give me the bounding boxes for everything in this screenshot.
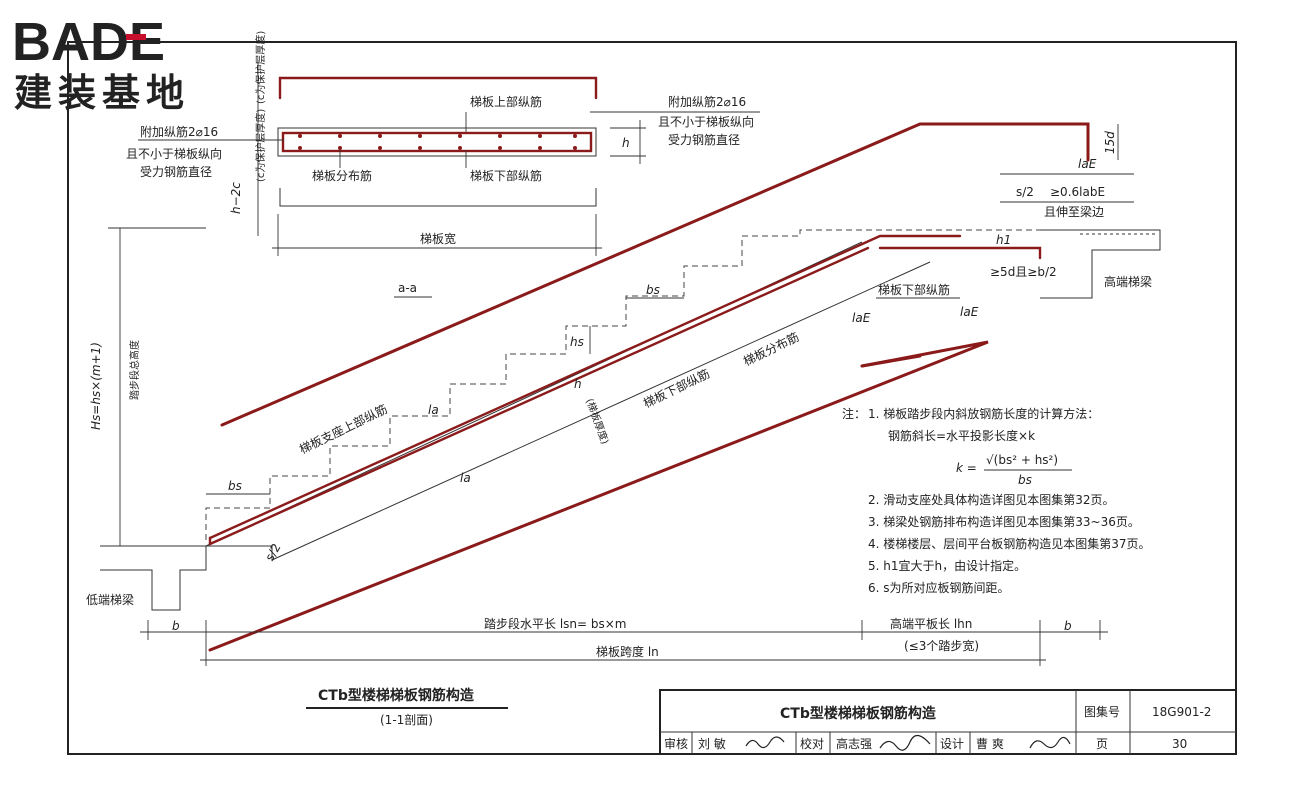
tb-title: CTb型楼梯梯板钢筋构造 xyxy=(780,705,936,722)
note-6: 6. s为所对应板钢筋间距。 xyxy=(868,580,1010,595)
logo-accent-mark xyxy=(126,34,146,40)
dim-hs: hs xyxy=(570,335,584,349)
aa-right-note-1: 附加纵筋2⌀16 xyxy=(668,94,746,109)
label-la-upper: la xyxy=(428,403,439,417)
label-slab-bottom-1: 梯板下部纵筋 xyxy=(878,282,950,297)
dim-hs-total-note: 踏步段总高度 xyxy=(128,340,141,400)
dim-5d: ≥5d且≥b/2 xyxy=(990,265,1057,279)
tb-reviewer: 刘 敏 xyxy=(698,736,726,751)
label-support-top: 梯板支座上部纵筋 xyxy=(297,401,390,457)
dim-span: 梯板跨度 ln xyxy=(596,644,659,659)
logo-subtitle: 建装基地 xyxy=(14,73,190,115)
label-high-beam: 高端梯梁 xyxy=(1104,274,1152,289)
aa-stirrup-bar xyxy=(281,131,593,153)
aa-rebar-dots xyxy=(298,134,577,150)
low-beam-outline xyxy=(100,545,207,611)
long-top-rebar xyxy=(220,122,1090,427)
aa-dim-h: h xyxy=(622,136,630,150)
dim-bs-left: bs xyxy=(228,479,242,493)
aa-slab-outline xyxy=(277,127,597,157)
dim-h1: h1 xyxy=(996,233,1011,247)
tb-designer-signature xyxy=(1029,736,1071,749)
inner-top-rebar xyxy=(208,234,962,540)
tb-atlas-label: 图集号 xyxy=(1084,704,1120,719)
note-formula-k: k = xyxy=(956,461,977,475)
tb-design-label: 设计 xyxy=(940,737,964,751)
dim-15d: 15d xyxy=(1103,131,1117,154)
tb-check-label: 校对 xyxy=(800,736,824,751)
inner-bottom-rebar xyxy=(208,246,870,546)
tb-atlas-no: 18G901-2 xyxy=(1152,705,1211,719)
dim-b-left: b xyxy=(172,619,180,633)
section-11: Hs=hs×(m+1) 踏步段总高度 bs bs hs h (梯板厚度) la … xyxy=(86,122,1161,727)
aa-top-additional-bar xyxy=(278,76,598,100)
aa-bottom-bracket xyxy=(279,188,597,207)
note-1-detail: 钢筋斜长=水平投影长度×k xyxy=(888,428,1035,443)
label-low-beam: 低端梯梁 xyxy=(86,592,134,607)
aa-dim-h2c: h−2c xyxy=(229,182,243,214)
anchor-note: ≥0.6labE xyxy=(1050,185,1105,199)
sheet-border xyxy=(67,41,1237,755)
section-subtitle: (1-1剖面) xyxy=(380,713,433,727)
title-block: CTb型楼梯梯板钢筋构造 图集号 18G901-2 审核 刘 敏 校对 高志强 … xyxy=(659,689,1237,755)
notes: 注： 1. 梯板踏步段内斜放钢筋长度的计算方法： 钢筋斜长=水平投影长度×k k… xyxy=(842,406,1151,595)
aa-right-note-2: 且不小于梯板纵向 xyxy=(658,114,754,129)
label-lae-right: laE xyxy=(960,305,979,319)
aa-left-note-3: 受力钢筋直径 xyxy=(140,164,212,179)
dim-run: 踏步段水平长 lsn= bs×m xyxy=(484,616,627,631)
note-2: 2. 滑动支座处具体构造详图见本图集第32页。 xyxy=(868,492,1115,507)
logo-brand: BADE xyxy=(12,12,165,72)
flat-slab-bottom-rebar xyxy=(878,246,1042,260)
note-formula-den: bs xyxy=(1018,473,1032,487)
dim-flat-note: (≤3个踏步宽) xyxy=(904,638,979,653)
dim-h-slab-note: (梯板厚度) xyxy=(583,397,612,446)
aa-c-note-upper: (c为保护层厚度) xyxy=(254,31,267,104)
aa-c-note-lower: (c为保护层厚度) xyxy=(254,109,267,182)
aa-label-top-rebar: 梯板上部纵筋 xyxy=(470,94,542,109)
slab-bottom-edge xyxy=(271,261,931,561)
tb-reviewer-signature xyxy=(745,736,785,749)
high-beam-outline xyxy=(1040,229,1161,299)
tb-review-label: 审核 xyxy=(664,736,688,751)
logo: BADE 建装基地 xyxy=(12,12,190,115)
section-title: CTb型楼梯梯板钢筋构造 xyxy=(318,687,474,704)
dim-s-half-top: s/2 xyxy=(1016,185,1034,199)
label-la-lower: la xyxy=(460,471,471,485)
dim-hs-total: Hs=hs×(m+1) xyxy=(89,342,103,430)
notes-heading: 注： xyxy=(842,406,866,421)
note-5: 5. h1宜大于h，由设计指定。 xyxy=(868,558,1026,573)
tb-page-no: 30 xyxy=(1172,737,1187,751)
label-lae-top: laE xyxy=(1078,157,1097,171)
aa-label-dist-rebar: 梯板分布筋 xyxy=(312,168,372,183)
extend-note: 且伸至梁边 xyxy=(1044,204,1104,219)
dim-b-right: b xyxy=(1064,619,1072,633)
tb-designer: 曹 爽 xyxy=(976,737,1004,751)
dim-s-half-bottom: s/2 xyxy=(262,541,283,564)
note-4: 4. 楼梯楼层、层间平台板钢筋构造见本图集第37页。 xyxy=(868,536,1151,551)
aa-dim-width: 梯板宽 xyxy=(420,231,456,246)
dim-h-slab: h xyxy=(574,377,582,391)
note-3: 3. 梯梁处钢筋排布构造详图见本图集第33~36页。 xyxy=(868,514,1140,529)
aa-section-label: a-a xyxy=(398,281,417,295)
tb-checker: 高志强 xyxy=(836,736,872,751)
label-lae-left: laE xyxy=(852,311,871,325)
aa-left-note-2: 且不小于梯板纵向 xyxy=(126,146,222,161)
aa-left-note-1: 附加纵筋2⌀16 xyxy=(140,124,218,139)
dim-flat: 高端平板长 lhn xyxy=(890,616,972,631)
aa-right-note-3: 受力钢筋直径 xyxy=(668,132,740,147)
tb-page-label: 页 xyxy=(1096,737,1108,751)
stair-step-profile xyxy=(205,229,1160,540)
dim-bs-upper: bs xyxy=(646,283,660,297)
tb-checker-signature xyxy=(879,734,931,751)
label-slab-dist: 梯板分布筋 xyxy=(741,329,802,369)
note-1: 1. 梯板踏步段内斜放钢筋长度的计算方法： xyxy=(868,406,1099,421)
aa-label-bottom-rebar: 梯板下部纵筋 xyxy=(470,168,542,183)
section-aa: 梯板上部纵筋 梯板下部纵筋 梯板分布筋 h (c为保护层厚度) (c为保护层厚度… xyxy=(126,31,760,298)
note-formula-num: √(bs² + hs²) xyxy=(986,453,1058,467)
